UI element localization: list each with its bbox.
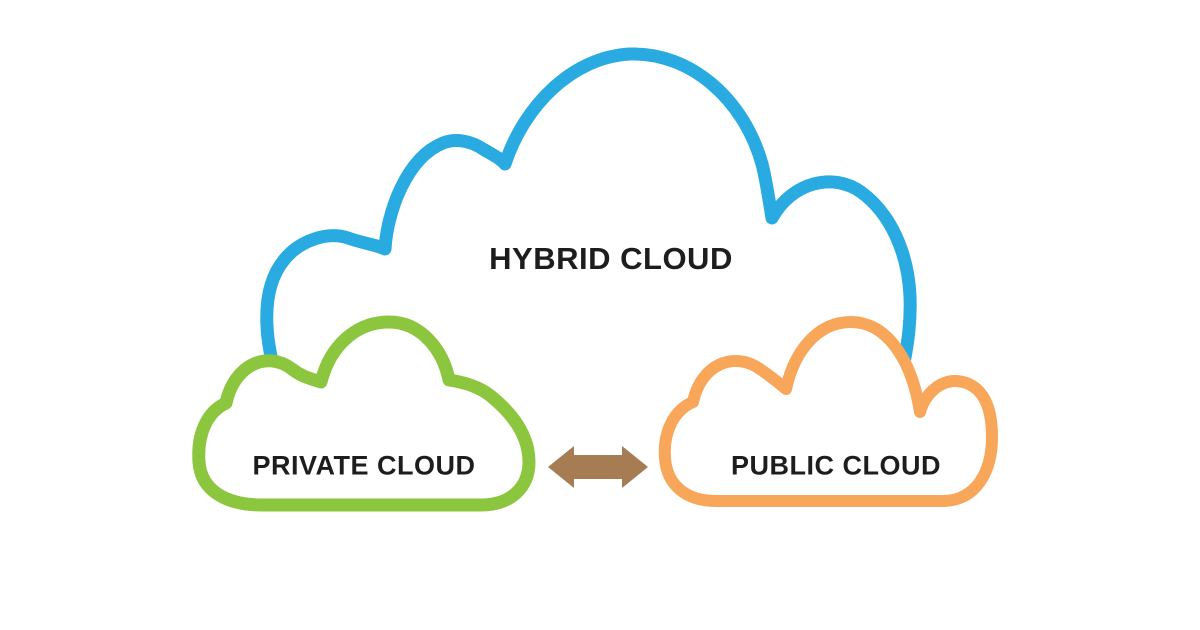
private-cloud-shape: [192, 315, 536, 512]
public-cloud-label: PUBLIC CLOUD: [731, 450, 941, 481]
hybrid-cloud-outline: [260, 47, 917, 399]
public-cloud-shape: [658, 316, 998, 507]
bidirectional-arrow-icon: [548, 446, 648, 488]
private-cloud-label: PRIVATE CLOUD: [252, 450, 476, 481]
hybrid-cloud-label: HYBRID CLOUD: [489, 241, 733, 276]
